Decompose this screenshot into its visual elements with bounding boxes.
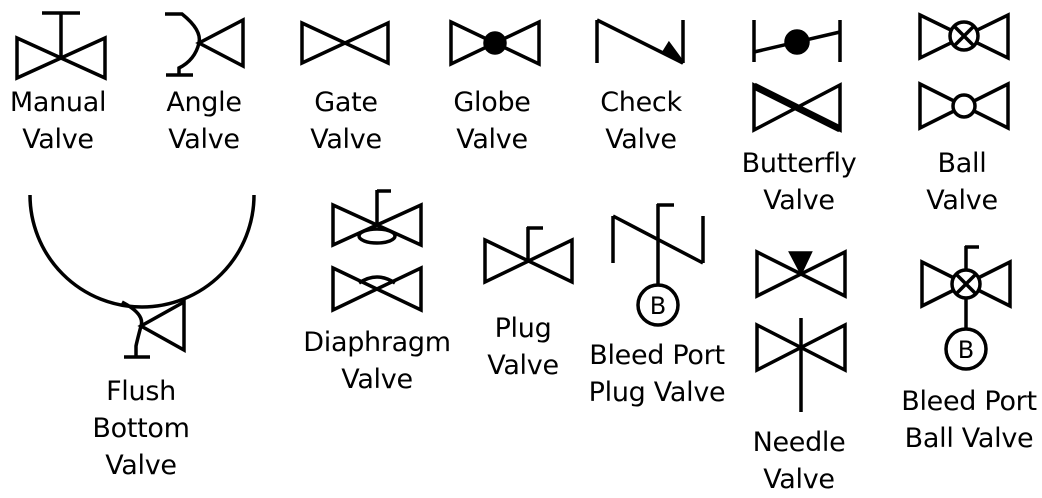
needle-valve-icon — [755, 249, 847, 412]
manual-valve-icon — [15, 11, 107, 81]
globe-valve-icon — [449, 19, 541, 67]
angle-valve-icon — [165, 12, 245, 77]
flush-bottom-valve-icon — [28, 194, 256, 359]
bleed-port-ball-valve-icon — [920, 245, 1012, 371]
check-valve-icon — [595, 18, 685, 65]
plug-valve-icon — [483, 226, 574, 285]
gate-valve-icon — [300, 20, 390, 66]
bleed-port-ball-letter: B — [957, 336, 975, 364]
bleed-port-plug-valve-icon — [611, 203, 705, 327]
butterfly-valve-icon — [752, 20, 842, 133]
diaphragm-valve-icon — [331, 189, 423, 313]
bleed-port-plug-letter: B — [649, 292, 667, 320]
ball-valve-icon — [918, 12, 1010, 131]
